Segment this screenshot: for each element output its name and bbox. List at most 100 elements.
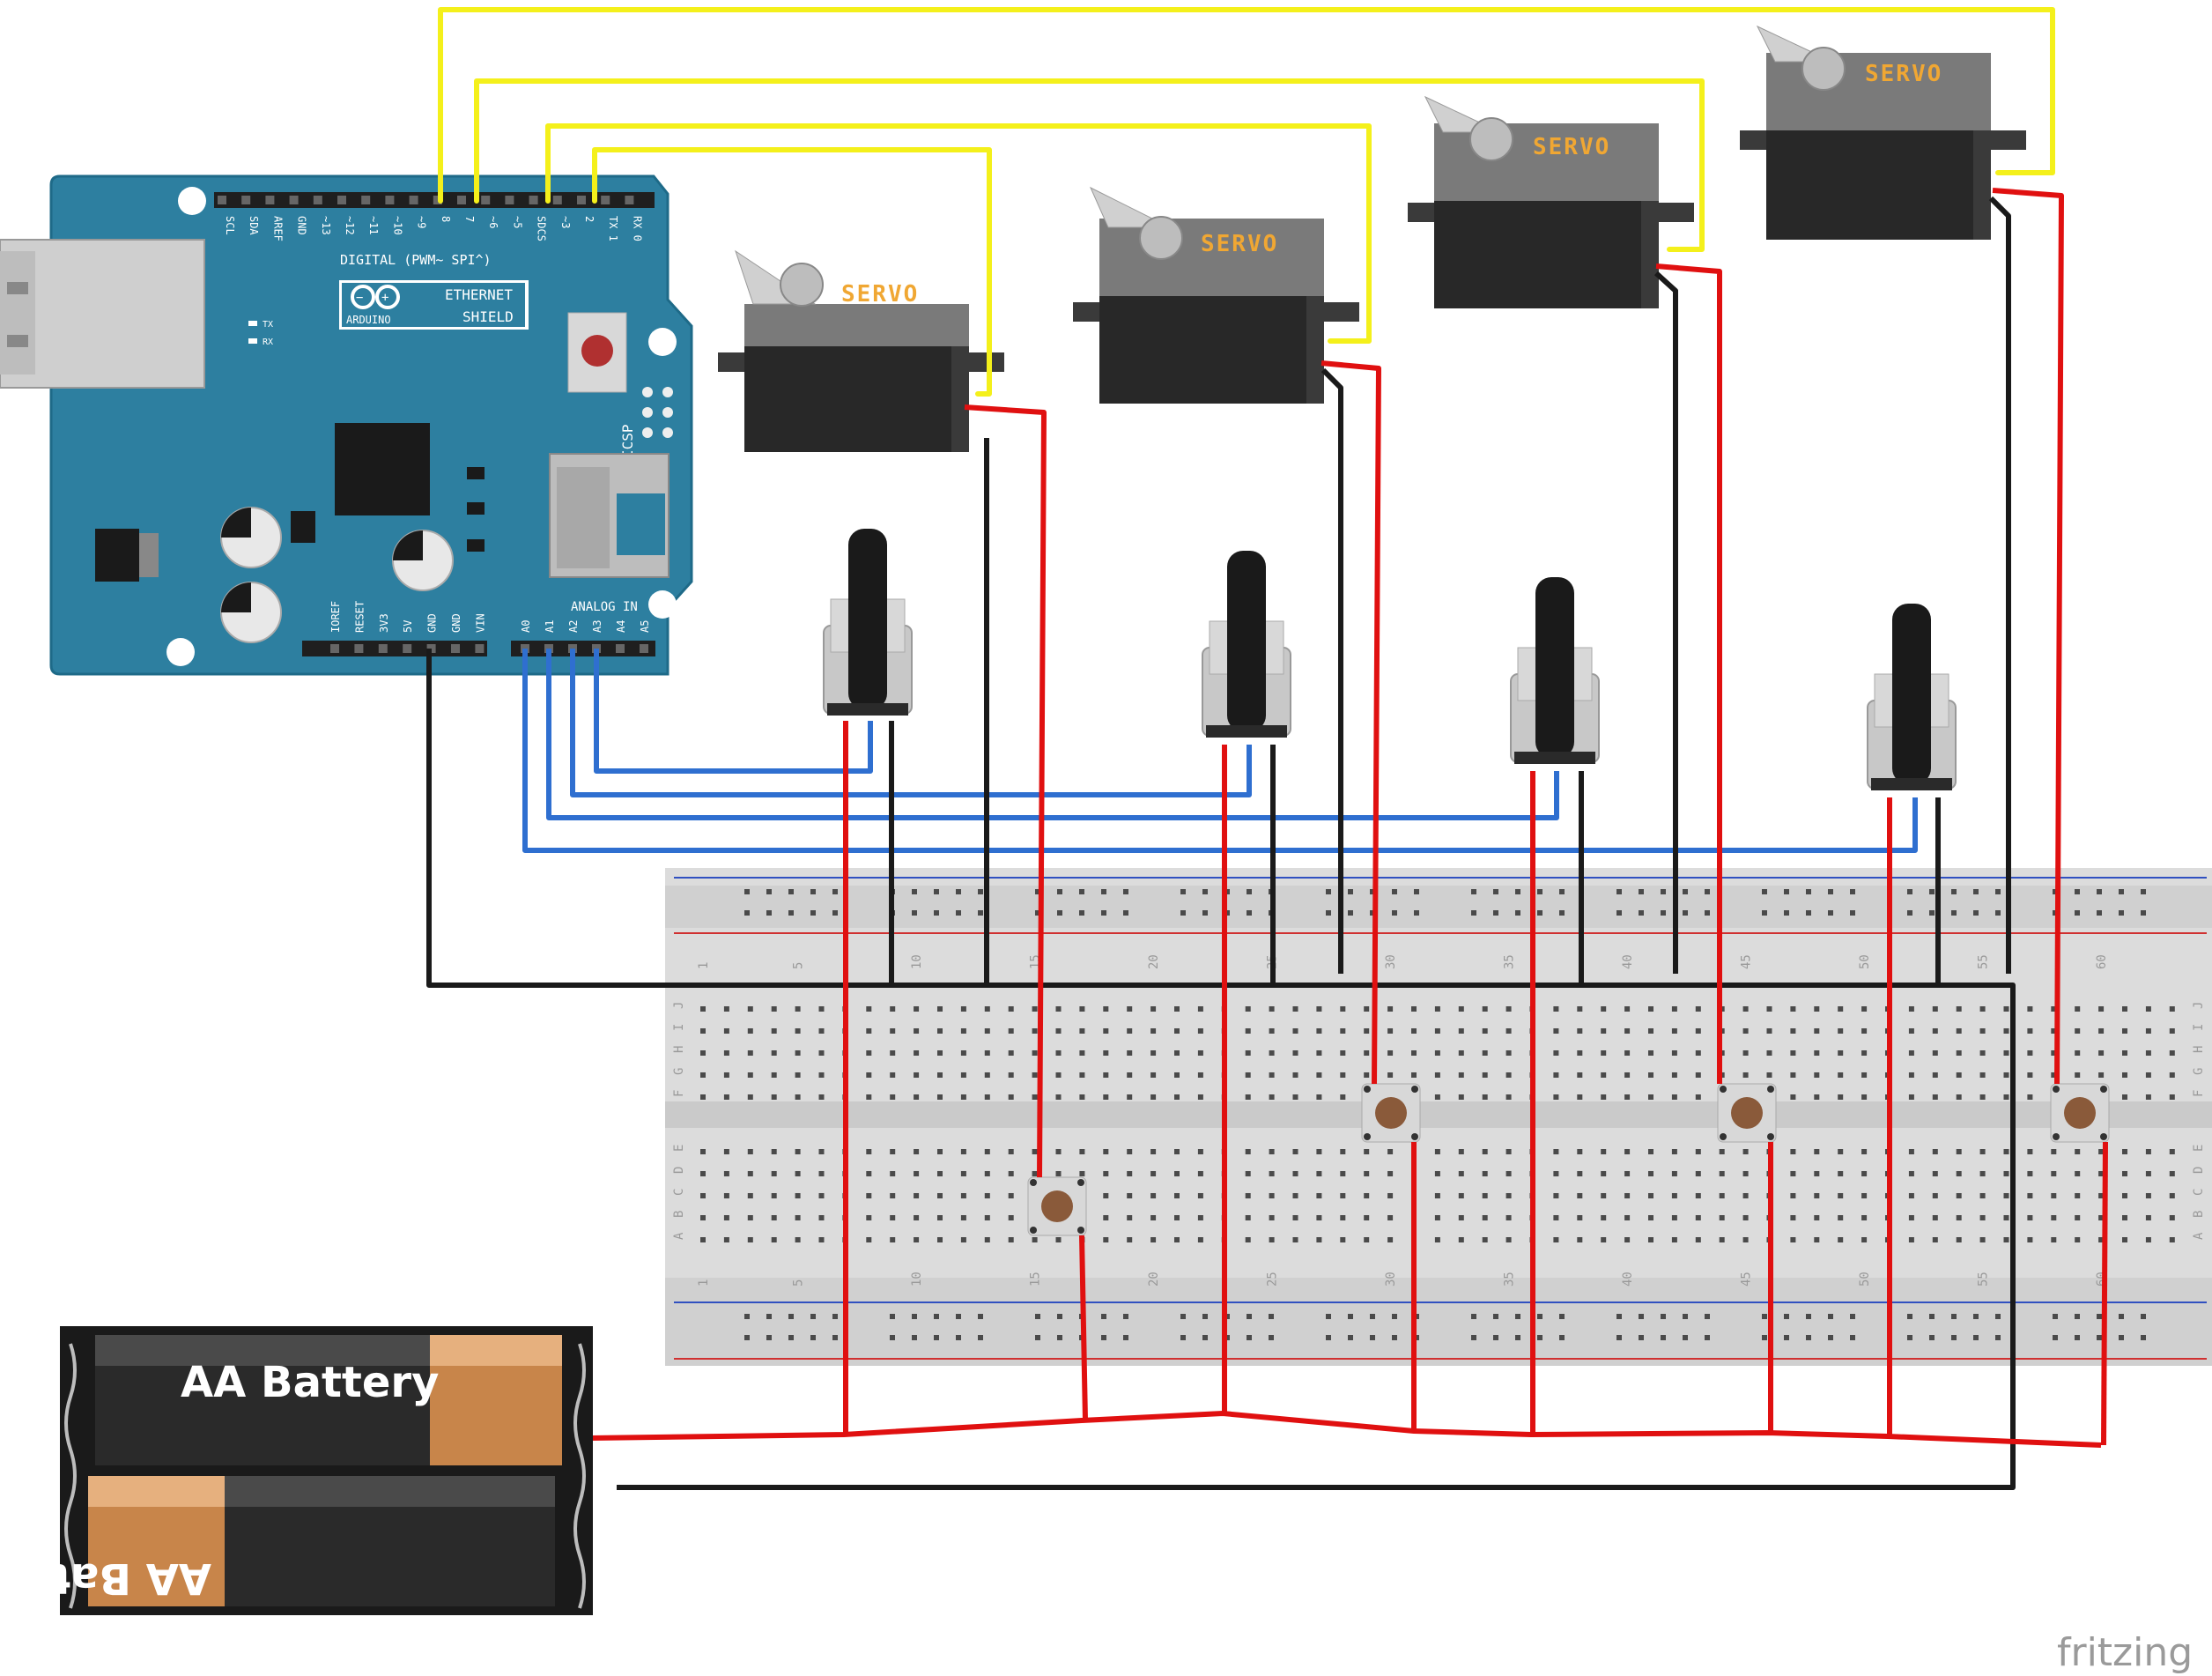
rail-hole	[1392, 1314, 1397, 1319]
potentiometers	[823, 529, 1957, 790]
rail-hole	[1951, 910, 1957, 916]
breadboard-hole	[1671, 1006, 1677, 1012]
breadboard-hole	[818, 1006, 825, 1012]
breadboard-hole	[1008, 1006, 1014, 1012]
breadboard-hole	[1814, 1193, 1820, 1198]
digital-pin-label: ~5	[511, 216, 523, 228]
breadboard-hole	[2027, 1193, 2033, 1198]
breadboard-hole	[1624, 1149, 1631, 1154]
column-number: 50	[1858, 954, 1872, 969]
rail-hole	[978, 1314, 983, 1319]
breadboard-hole	[2003, 1028, 2009, 1034]
breadboard-hole	[2169, 1050, 2175, 1056]
breadboard-hole	[1482, 1094, 1488, 1100]
rail-hole	[1907, 910, 1912, 916]
breadboard-hole	[1624, 1215, 1631, 1220]
breadboard-hole	[747, 1171, 753, 1176]
rail-hole	[912, 910, 917, 916]
breadboard-hole	[795, 1006, 801, 1012]
breadboard-hole	[2145, 1050, 2151, 1056]
ground-wires	[426, 196, 2016, 1490]
rail-hole	[1806, 910, 1811, 916]
rail-hole	[832, 1314, 838, 1319]
rail-hole	[744, 910, 750, 916]
rail-hole	[2141, 889, 2146, 894]
row-letter: F	[672, 1090, 686, 1097]
breadboard-hole	[795, 1028, 801, 1034]
analog-pin-label: A5	[639, 620, 651, 633]
rail-hole	[1951, 1335, 1957, 1340]
breadboard-hole	[1695, 1193, 1701, 1198]
breadboard-hole	[723, 1149, 729, 1154]
breadboard-hole	[1055, 1028, 1062, 1034]
analog-wire-a0	[522, 649, 1918, 853]
breadboard-hole	[1340, 1237, 1346, 1242]
breadboard-hole	[2051, 1237, 2057, 1242]
rail-hole	[1079, 889, 1084, 894]
breadboard-hole	[723, 1006, 729, 1012]
breadboard-hole	[1908, 1193, 1914, 1198]
rail-hole	[1973, 1314, 1979, 1319]
breadboard-hole	[1008, 1028, 1014, 1034]
breadboard-hole	[1292, 1028, 1298, 1034]
header-pin	[378, 644, 388, 653]
rail-hole	[1661, 910, 1666, 916]
breadboard-hole	[2145, 1028, 2151, 1034]
breadboard-hole	[1719, 1193, 1725, 1198]
rail-hole	[1907, 1314, 1912, 1319]
rail-hole	[1784, 889, 1789, 894]
breadboard-hole	[1932, 1215, 1938, 1220]
breadboard-hole	[1553, 1094, 1559, 1100]
rail-hole	[744, 1335, 750, 1340]
breadboard-hole	[2098, 1006, 2105, 1012]
breadboard-hole	[1790, 1028, 1796, 1034]
rail-hole	[1101, 1335, 1106, 1340]
breadboard-hole	[1316, 1149, 1322, 1154]
breadboard-hole	[1482, 1193, 1488, 1198]
breadboard-hole	[1340, 1193, 1346, 1198]
breadboard-hole	[1032, 1072, 1038, 1078]
breadboard-hole	[890, 1072, 896, 1078]
breadboard-hole	[1814, 1094, 1820, 1100]
rail-hole	[2053, 889, 2058, 894]
breadboard-hole	[1695, 1050, 1701, 1056]
breadboard-hole	[1103, 1215, 1109, 1220]
digital-pin-label: SDA	[248, 216, 260, 235]
breadboard-hole	[2098, 1215, 2105, 1220]
breadboard-hole	[1671, 1050, 1677, 1056]
servo-3-label: SERVO	[1533, 134, 1610, 160]
rail-hole	[1348, 889, 1353, 894]
breadboard-hole	[1079, 1094, 1085, 1100]
header-pin	[330, 644, 339, 653]
rail-hole	[2119, 910, 2124, 916]
breadboard-hole	[1340, 1215, 1346, 1220]
breadboard-hole	[1458, 1171, 1464, 1176]
rail-hole	[1348, 910, 1353, 916]
breadboard-hole	[2145, 1149, 2151, 1154]
breadboard-hole	[1742, 1149, 1749, 1154]
breadboard-hole	[1269, 1237, 1275, 1242]
rail-hole	[1515, 1335, 1520, 1340]
rail-hole	[1123, 1314, 1128, 1319]
rail-hole	[1392, 910, 1397, 916]
breadboard-hole	[1553, 1006, 1559, 1012]
breadboard-hole	[771, 1006, 777, 1012]
breadboard-hole	[818, 1072, 825, 1078]
potentiometer-4	[1867, 604, 1957, 790]
breadboard-hole	[914, 1028, 920, 1034]
rail-hole	[956, 1335, 961, 1340]
breadboard-hole	[1292, 1215, 1298, 1220]
arduino-brand: ARDUINO	[346, 314, 391, 326]
rail-hole	[1973, 1335, 1979, 1340]
breadboard-hole	[2003, 1193, 2009, 1198]
breadboard-hole	[723, 1237, 729, 1242]
breadboard-hole	[984, 1072, 990, 1078]
breadboard-hole	[1434, 1149, 1440, 1154]
breadboard-hole	[1719, 1237, 1725, 1242]
breadboard-hole	[2075, 1237, 2081, 1242]
breadboard-hole	[1671, 1193, 1677, 1198]
breadboard-hole	[1364, 1215, 1370, 1220]
breadboard-hole	[1103, 1072, 1109, 1078]
breadboard-hole	[1197, 1193, 1203, 1198]
breadboard-hole	[700, 1094, 706, 1100]
